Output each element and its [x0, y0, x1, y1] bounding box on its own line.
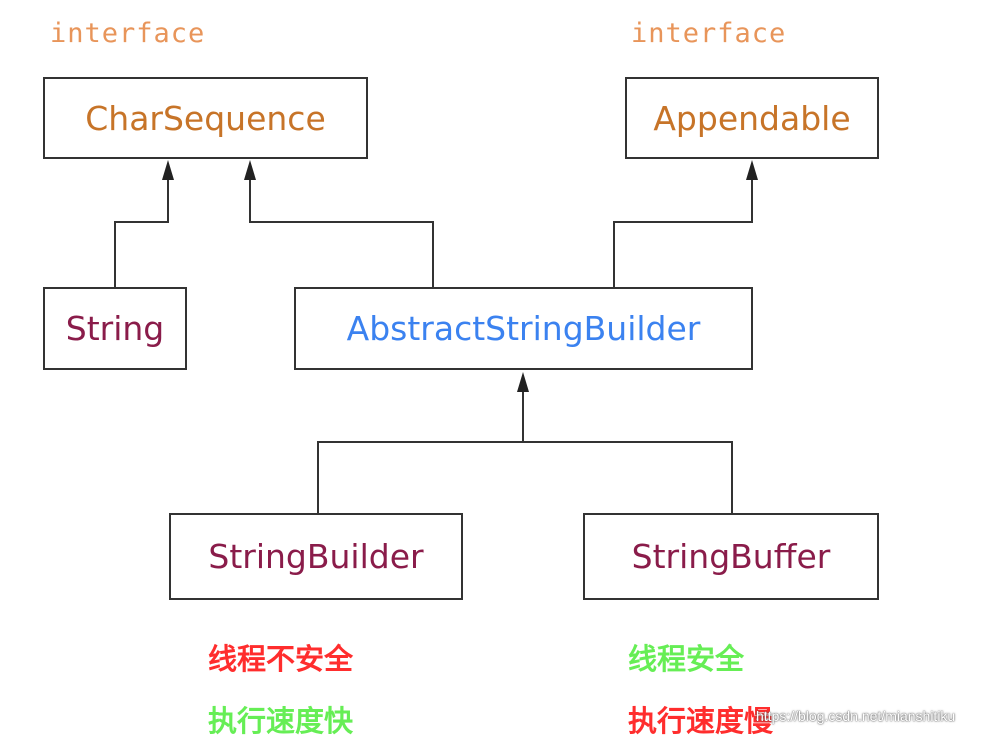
edge-asb-to-charsequence — [249, 178, 434, 288]
stringbuilder-node: StringBuilder — [169, 513, 463, 600]
string-node: String — [43, 287, 187, 370]
arrowhead-children-asb — [517, 372, 529, 392]
interface-label-appendable: interface — [631, 18, 787, 49]
watermark-url: https://blog.csdn.net/mianshitiku — [756, 708, 956, 724]
stringbuffer-thread-safety-note: 线程安全 — [628, 642, 745, 676]
stringbuilder-thread-safety-note: 线程不安全 — [208, 642, 354, 676]
abstractstringbuilder-node: AbstractStringBuilder — [294, 287, 753, 370]
edge-stringbuffer-to-asb — [523, 441, 733, 514]
edge-string-to-charsequence — [114, 178, 169, 288]
stringbuilder-label: StringBuilder — [208, 537, 424, 576]
stringbuffer-speed-note: 执行速度慢 — [628, 704, 774, 738]
arrowhead-string-charsequence — [162, 160, 174, 180]
interface-label-charsequence: interface — [50, 18, 206, 49]
edge-asb-to-appendable — [613, 178, 753, 288]
arrowhead-asb-charsequence — [244, 160, 256, 180]
stringbuffer-label: StringBuffer — [631, 537, 831, 576]
stringbuffer-node: StringBuffer — [583, 513, 879, 600]
string-label: String — [65, 309, 165, 348]
edge-stringbuilder-to-asb — [317, 441, 523, 514]
abstractstringbuilder-label: AbstractStringBuilder — [346, 309, 701, 348]
stringbuilder-speed-note: 执行速度快 — [208, 704, 354, 738]
appendable-label: Appendable — [653, 98, 851, 138]
charsequence-node: CharSequence — [43, 77, 368, 159]
arrowhead-asb-appendable — [746, 160, 758, 180]
charsequence-label: CharSequence — [85, 98, 326, 138]
appendable-node: Appendable — [625, 77, 879, 159]
